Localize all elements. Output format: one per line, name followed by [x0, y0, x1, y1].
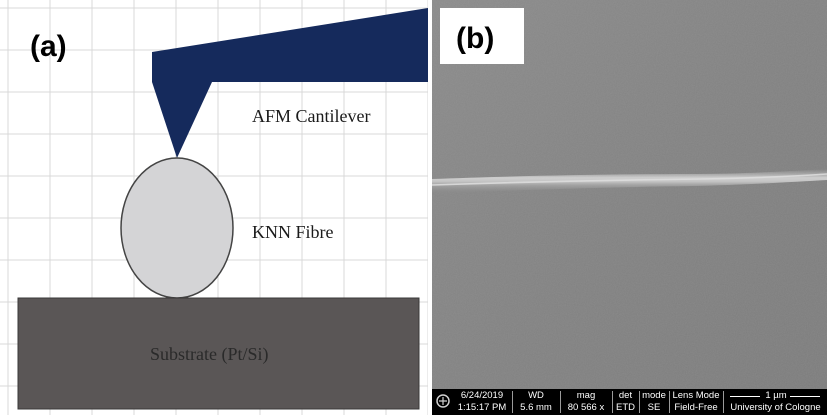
divider [512, 391, 513, 413]
det-label: det [618, 390, 633, 401]
sem-date: 6/24/2019 [460, 390, 504, 401]
sem-noise-texture [432, 0, 827, 415]
sem-fibre [432, 169, 827, 194]
divider [669, 391, 670, 413]
substrate-block [17, 297, 420, 410]
divider [723, 391, 724, 413]
panel-b-letter-box: (b) [440, 8, 524, 64]
panel-b-letter: (b) [456, 22, 495, 55]
mag-label: mag [576, 390, 596, 401]
divider [612, 391, 613, 413]
mode-value: SE [647, 402, 661, 413]
panel-a-schematic: (a) AFM Cantilever KNN Fibre Substrate (… [0, 0, 428, 415]
scale-line-left [730, 396, 760, 397]
panel-b-sem-image: (b) 6/24/2019 1:15:17 PM WD 5.6 mm mag 8… [432, 0, 827, 415]
fei-logo-icon [434, 393, 452, 413]
divider [639, 391, 640, 413]
afm-tip [152, 82, 212, 158]
mode-label: mode [642, 390, 666, 401]
fibre-label: KNN Fibre [252, 222, 334, 242]
wd-value: 5.6 mm [520, 402, 552, 413]
sem-scale: 1 µm University of Cologne [724, 390, 827, 414]
lens-value: Field-Free [674, 402, 718, 413]
substrate-label: Substrate (Pt/Si) [150, 344, 269, 364]
afm-cantilever-beam [152, 8, 428, 82]
schematic-drawing [0, 0, 428, 415]
sem-micrograph [432, 0, 827, 415]
sem-wd: WD 5.6 mm [513, 390, 559, 414]
sem-det: det ETD [613, 390, 638, 414]
sem-mag: mag 80 566 x [561, 390, 611, 414]
scale-label: 1 µm [765, 390, 787, 401]
sem-lens-mode: Lens Mode Field-Free [670, 390, 722, 414]
cantilever-label: AFM Cantilever [252, 106, 371, 126]
sem-time: 1:15:17 PM [457, 402, 507, 413]
lens-label: Lens Mode [672, 390, 720, 401]
scale-line-right [790, 396, 820, 397]
det-value: ETD [616, 402, 635, 413]
scale-bar-row: 1 µm [724, 390, 827, 402]
sem-fibre-highlight [432, 173, 827, 186]
sem-date-time: 6/24/2019 1:15:17 PM [454, 390, 510, 414]
knn-fibre-cross-section [120, 157, 234, 299]
mag-value: 80 566 x [567, 402, 605, 413]
sem-info-bar: 6/24/2019 1:15:17 PM WD 5.6 mm mag 80 56… [432, 389, 827, 415]
panel-a-letter: (a) [30, 30, 67, 63]
institution: University of Cologne [730, 402, 821, 413]
sem-mode: mode SE [640, 390, 668, 414]
wd-label: WD [528, 390, 544, 401]
divider [560, 391, 561, 413]
